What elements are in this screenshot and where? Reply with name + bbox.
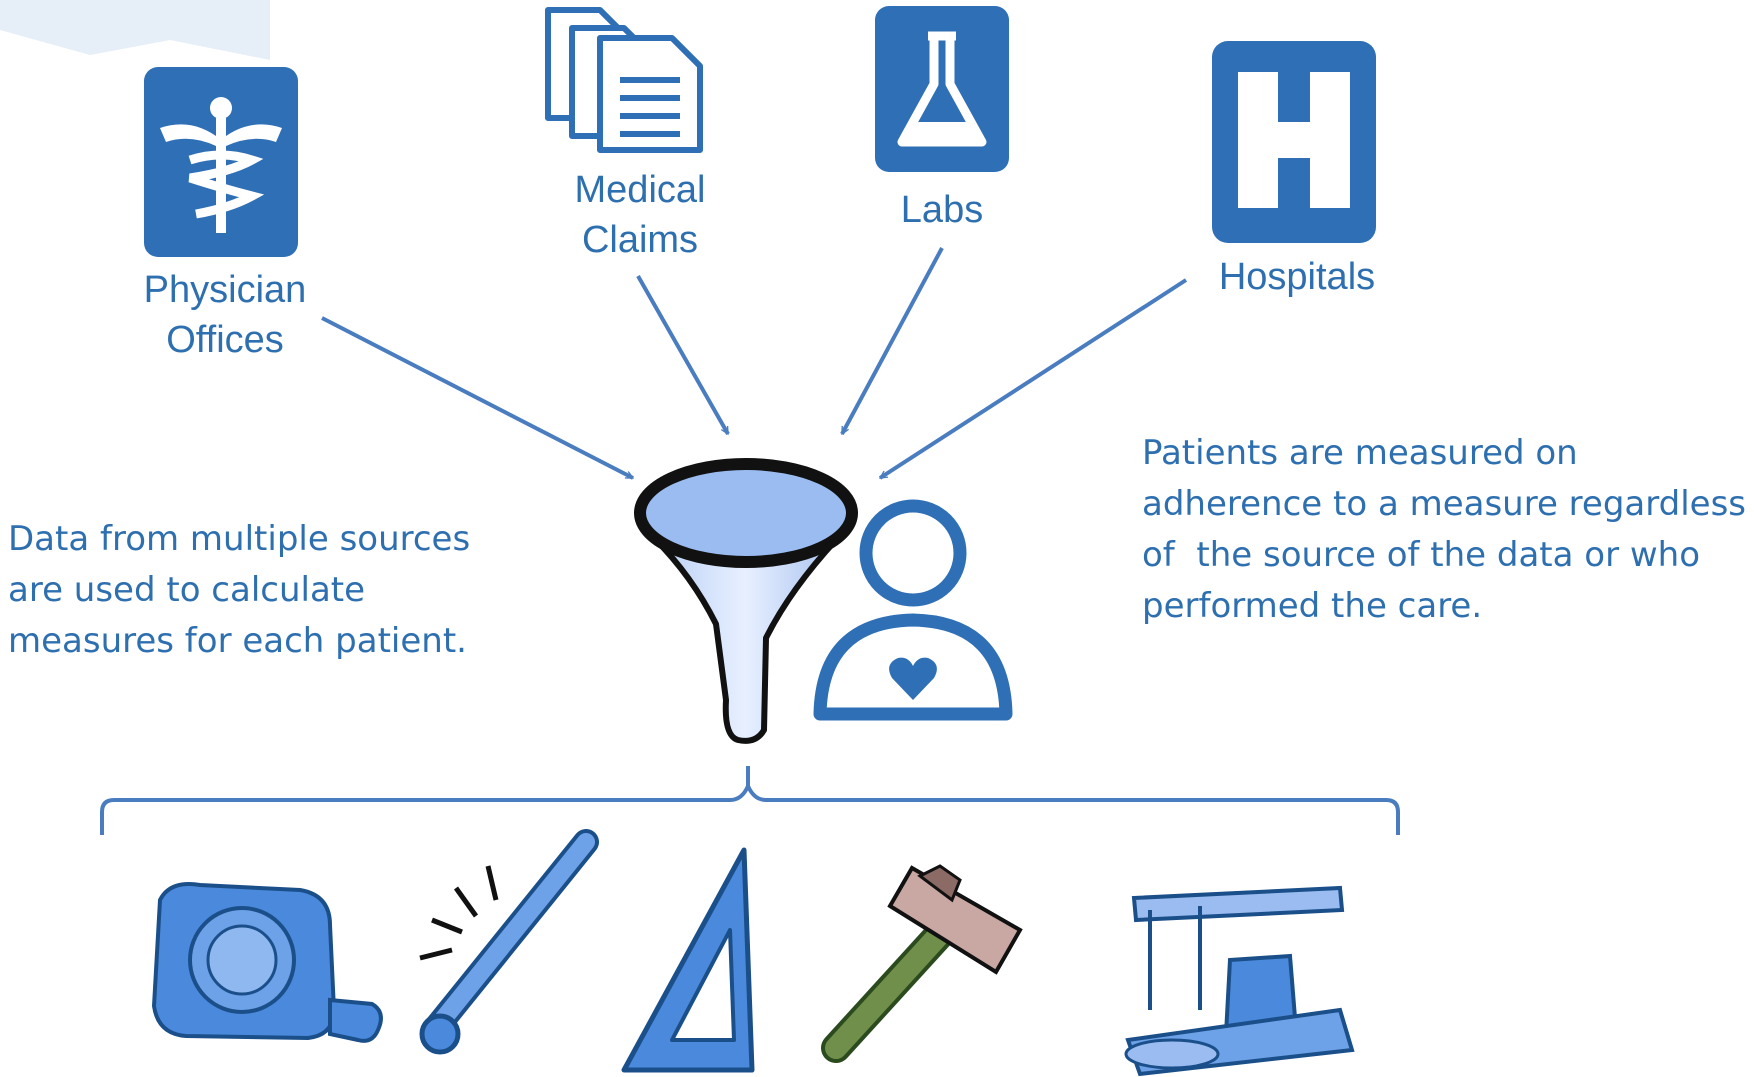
claims-label-line1: Medical: [574, 169, 706, 211]
left-note: Data from multiple sources are used to c…: [8, 514, 528, 667]
claims-label-line2: Claims: [581, 219, 699, 261]
right-note: Patients are measured on adherence to a …: [1142, 428, 1752, 632]
left-note-line-3: measures for each patient.: [8, 621, 467, 661]
hospital-icon: [1212, 41, 1376, 243]
arrow-claims: [636, 275, 730, 434]
corner-decoration: [0, 0, 270, 60]
thermometer-icon: [419, 829, 599, 1055]
funnel-icon: [634, 458, 858, 744]
left-note-line-2: are used to calculate: [8, 570, 366, 610]
bracket-line: [100, 766, 1400, 835]
right-note-line-2: adherence to a measure regardless: [1142, 484, 1746, 524]
right-note-line-1: Patients are measured on: [1142, 433, 1578, 473]
right-note-line-4: performed the care.: [1142, 586, 1483, 626]
medical-claims-label: Medical Claims: [530, 165, 750, 265]
labs-label: Labs: [900, 189, 984, 231]
physician-label-line2: Offices: [166, 319, 284, 361]
tape-measure-icon: [151, 882, 383, 1043]
hospitals-label: Hospitals: [1218, 256, 1376, 298]
arrow-physician: [321, 316, 633, 480]
right-note-line-3: of the source of the data or who: [1142, 535, 1701, 575]
physician-label-line1: Physician: [143, 269, 307, 311]
triangle-ruler-icon: [621, 847, 755, 1073]
arrow-labs: [840, 247, 944, 434]
physician-offices-label: Physician Offices: [110, 265, 340, 365]
balance-scale-icon: [1124, 885, 1355, 1077]
flask-icon: [875, 6, 1009, 172]
documents-icon: [545, 7, 703, 153]
caliper-icon: [821, 864, 1023, 1063]
patient-icon: [813, 499, 1013, 721]
arrow-hospitals: [880, 278, 1188, 480]
caduceus-icon: [144, 67, 298, 257]
left-note-line-1: Data from multiple sources: [8, 519, 471, 559]
